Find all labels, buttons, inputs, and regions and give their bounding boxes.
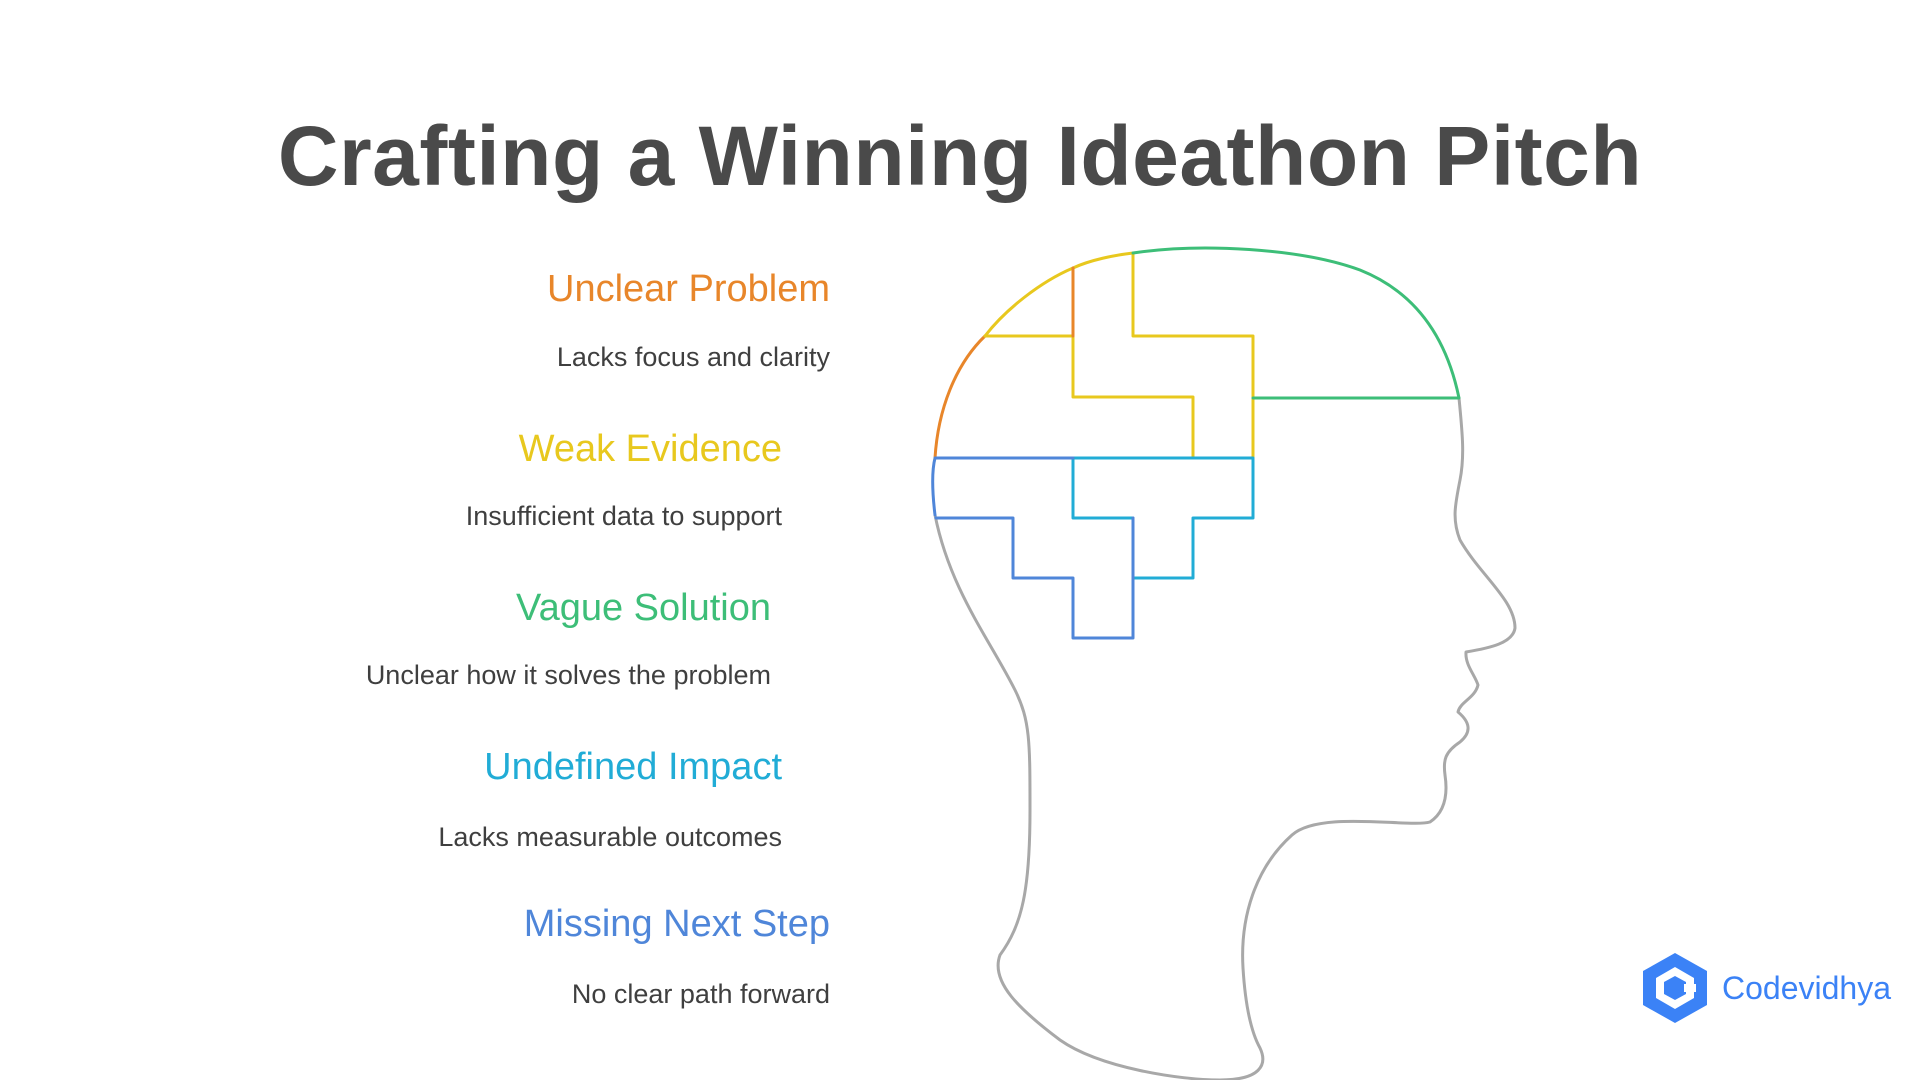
item-heading-missing-next-step: Missing Next Step (523, 903, 830, 945)
item-description-weak-evidence: Insufficient data to support (465, 501, 782, 531)
yellow-region (933, 334, 1195, 460)
blue-region (933, 456, 1135, 640)
head-outline (933, 396, 1517, 1080)
codevidhya-logo: Codevidhya (1640, 948, 1891, 1028)
logo-text: Codevidhya (1722, 969, 1891, 1006)
green-region (1131, 246, 1461, 400)
orange-skull-edge (933, 334, 987, 460)
page-title: Crafting a Winning Ideathon Pitch (277, 109, 1643, 203)
yellow-region-inner (1071, 251, 1255, 460)
item-description-undefined-impact: Lacks measurable outcomes (438, 822, 782, 852)
item-heading-unclear-problem: Unclear Problem (547, 268, 830, 310)
item-description-vague-solution: Unclear how it solves the problem (365, 660, 771, 690)
hexagon-c-icon (1643, 953, 1707, 1023)
item-heading-undefined-impact: Undefined Impact (484, 746, 782, 788)
item-heading-weak-evidence: Weak Evidence (518, 428, 782, 470)
item-heading-vague-solution: Vague Solution (516, 587, 771, 629)
yellow-region-top (983, 266, 1075, 338)
cyan-region (1071, 456, 1255, 580)
blue-skull-edge (931, 456, 937, 517)
item-description-unclear-problem: Lacks focus and clarity (556, 342, 830, 372)
item-description-missing-next-step: No clear path forward (571, 979, 830, 1009)
